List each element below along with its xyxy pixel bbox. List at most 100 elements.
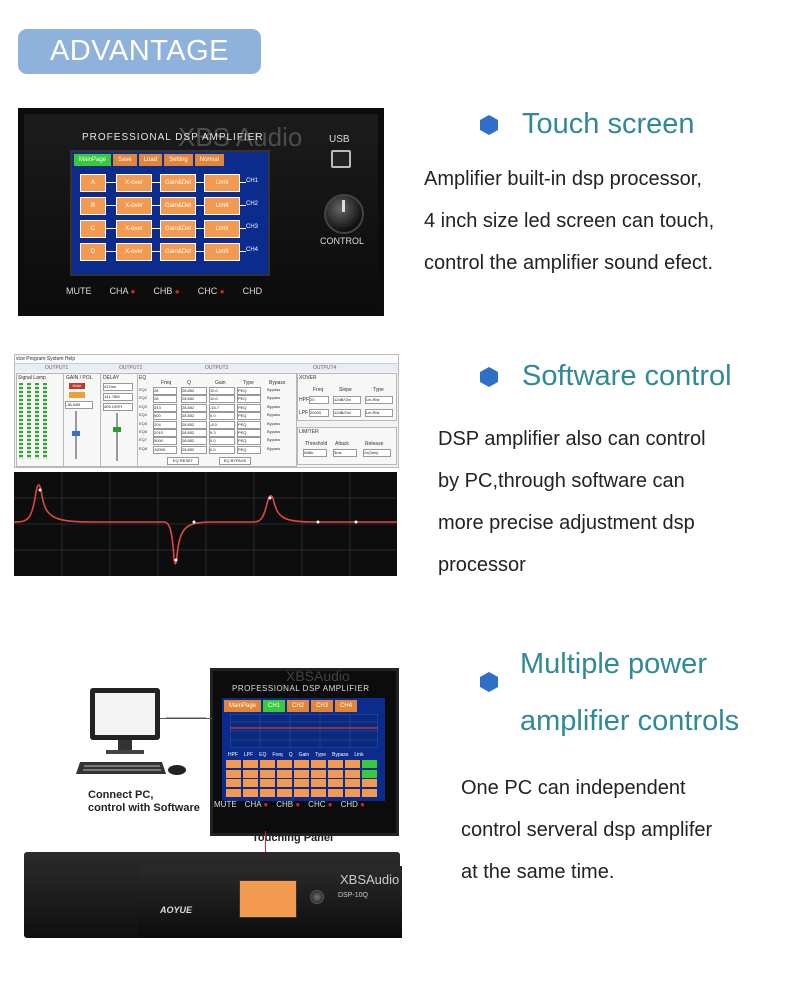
delay-field[interactable]: 405.190Ft bbox=[103, 403, 133, 411]
value-cell bbox=[362, 760, 377, 768]
limiter-release-field[interactable]: 2x(3ms) bbox=[363, 449, 391, 457]
amplifier-front-panel-image: XBS Audio PROFESSIONAL DSP AMPLIFIER USB… bbox=[18, 108, 384, 316]
gain-delay-cell: Gain&Del bbox=[160, 174, 196, 192]
limiter-attack-field[interactable]: 3ms bbox=[333, 449, 357, 457]
software-screenshot: vice Program System Help OUTPUT1 OUTPUT2… bbox=[14, 354, 399, 468]
eq-q-field[interactable]: 28.852 bbox=[181, 395, 207, 404]
lpf-slope-select[interactable]: 12dB/Oct bbox=[333, 409, 361, 417]
mini-response-graph bbox=[230, 714, 378, 748]
caption-line: control with Software bbox=[88, 802, 200, 814]
mute-button[interactable]: Mute bbox=[69, 383, 85, 389]
screen-tab: CH3 bbox=[311, 700, 334, 712]
gain-value-field[interactable]: -36.0dB bbox=[65, 401, 93, 409]
eq-band-label: EQ1 bbox=[139, 387, 148, 392]
value-cell bbox=[277, 769, 292, 778]
eq-q-field[interactable]: 28.852 bbox=[181, 387, 207, 395]
eq-gain-field[interactable]: 0.0 bbox=[209, 437, 235, 446]
gain-slider-handle[interactable] bbox=[72, 431, 80, 436]
eq-freq-field[interactable]: 10000 bbox=[153, 445, 177, 454]
hpf-slope-select[interactable]: 12dB/Oct bbox=[333, 396, 361, 404]
hpf-type-select[interactable]: Lin-Ritz bbox=[365, 396, 393, 404]
value-cell bbox=[260, 779, 275, 787]
eq-type-select[interactable]: PEQ bbox=[237, 403, 261, 412]
eq-type-select[interactable]: PEQ bbox=[237, 387, 261, 395]
limiter-header: Threshold bbox=[305, 441, 328, 447]
eq-freq-field[interactable]: 28 bbox=[153, 387, 177, 395]
led-label: CHC bbox=[308, 800, 326, 809]
eq-q-field[interactable]: 28.852 bbox=[181, 437, 207, 446]
xover-cell: X-over bbox=[116, 243, 152, 261]
table-header: Gain bbox=[298, 752, 310, 758]
eq-gain-field[interactable]: -8.0 bbox=[209, 420, 235, 429]
eq-q-field[interactable]: 28.852 bbox=[181, 445, 207, 454]
caption-line: Connect PC, bbox=[88, 789, 154, 801]
rack-touch-screen bbox=[239, 880, 297, 918]
eq-bypass-checkbox-label[interactable]: Bypass bbox=[267, 445, 281, 451]
xover-header: Type bbox=[373, 387, 384, 393]
led-icon: ● bbox=[174, 287, 180, 296]
led-icon: ● bbox=[360, 800, 366, 809]
eq-type-select[interactable]: PEQ bbox=[237, 412, 261, 421]
eq-gain-field[interactable]: -15.7 bbox=[209, 403, 235, 412]
eq-gain-field[interactable]: 0.0 bbox=[209, 412, 235, 421]
delay-slider-handle[interactable] bbox=[113, 427, 121, 432]
eq-bypass-checkbox-label[interactable]: Bypass bbox=[267, 403, 281, 409]
eq-gain-field[interactable]: 0.0 bbox=[209, 445, 235, 454]
eq-reset-button[interactable]: EQ RESET bbox=[167, 457, 199, 465]
eq-q-field[interactable]: 28.852 bbox=[181, 420, 207, 429]
eq-header: Type bbox=[243, 380, 254, 386]
screen-tab: CH4 bbox=[335, 700, 358, 712]
eq-header: Bypass bbox=[269, 380, 286, 386]
eq-freq-field[interactable]: 204 bbox=[153, 420, 177, 429]
value-cell bbox=[260, 769, 275, 778]
eq-gain-field[interactable]: 9.3 bbox=[209, 429, 235, 437]
delay-field[interactable]: 141.78M bbox=[103, 393, 133, 401]
value-cell bbox=[243, 779, 258, 787]
xover-cell: X-over bbox=[116, 174, 152, 192]
eq-type-select[interactable]: PEQ bbox=[237, 395, 261, 404]
delay-field[interactable]: 417ms bbox=[103, 383, 133, 391]
hexagon-bullet-icon bbox=[480, 672, 498, 692]
eq-bypass-button[interactable]: EQ BYPASS bbox=[219, 457, 251, 465]
gain-delay-cell: Gain&Del bbox=[160, 197, 196, 215]
polarity-button[interactable] bbox=[69, 392, 85, 398]
eq-freq-field[interactable]: 5000 bbox=[153, 437, 177, 446]
eq-gain-field[interactable]: 10.0 bbox=[209, 395, 235, 404]
hexagon-bullet-icon bbox=[480, 115, 498, 135]
eq-bypass-checkbox-label[interactable]: Bypass bbox=[267, 387, 281, 392]
hpf-freq-field[interactable]: 20 bbox=[309, 396, 329, 404]
value-cell bbox=[294, 760, 309, 768]
lpf-type-select[interactable]: Lin-Ritz bbox=[365, 409, 393, 417]
eq-q-field[interactable]: 28.852 bbox=[181, 429, 207, 437]
screen-tab: Setting bbox=[164, 154, 193, 166]
eq-type-select[interactable]: PEQ bbox=[237, 445, 261, 454]
lpf-label: LPF bbox=[299, 410, 309, 416]
value-cell bbox=[243, 788, 258, 797]
value-cell bbox=[362, 769, 377, 778]
eq-type-select[interactable]: PEQ bbox=[237, 437, 261, 446]
screen-tab: Save bbox=[113, 154, 137, 166]
value-cell bbox=[362, 779, 377, 787]
eq-bypass-checkbox-label[interactable]: Bypass bbox=[267, 395, 281, 401]
eq-type-select[interactable]: PEQ bbox=[237, 429, 261, 437]
eq-bypass-checkbox-label[interactable]: Bypass bbox=[267, 420, 281, 426]
eq-freq-field[interactable]: 28 bbox=[153, 395, 177, 404]
lpf-freq-field[interactable]: 20000 bbox=[309, 409, 329, 417]
eq-freq-field[interactable]: 500 bbox=[153, 412, 177, 421]
control-knob-icon bbox=[324, 194, 364, 234]
text-line: more precise adjustment dsp bbox=[438, 512, 695, 534]
eq-gain-field[interactable]: 10.0 bbox=[209, 387, 235, 395]
value-cell bbox=[277, 760, 292, 768]
eq-freq-field[interactable]: 343 bbox=[153, 403, 177, 412]
eq-freq-field[interactable]: 2010 bbox=[153, 429, 177, 437]
group-label: Signal Lamp bbox=[18, 375, 46, 381]
value-cell bbox=[345, 769, 360, 778]
limiter-group bbox=[297, 427, 397, 465]
eq-bypass-checkbox-label[interactable]: Bypass bbox=[267, 437, 281, 443]
eq-bypass-checkbox-label[interactable]: Bypass bbox=[267, 429, 281, 434]
eq-q-field[interactable]: 28.852 bbox=[181, 412, 207, 421]
eq-q-field[interactable]: 28.852 bbox=[181, 403, 207, 412]
eq-bypass-checkbox-label[interactable]: Bypass bbox=[267, 412, 281, 418]
eq-type-select[interactable]: PEQ bbox=[237, 420, 261, 429]
limiter-threshold-field[interactable]: 0dBu bbox=[303, 449, 327, 457]
